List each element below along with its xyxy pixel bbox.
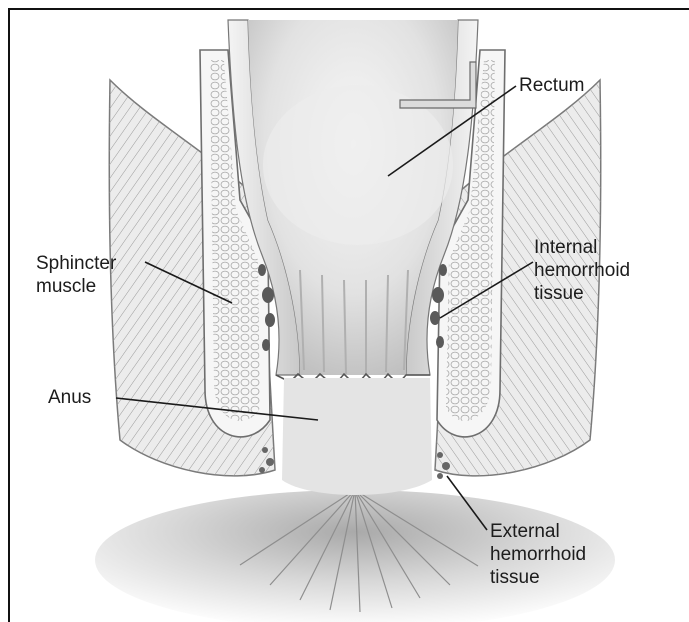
- internal-hemorrhoid-tissue-label: Internal hemorrhoid tissue: [534, 236, 630, 305]
- rectum-label: Rectum: [519, 74, 584, 97]
- anus-label: Anus: [48, 386, 91, 409]
- sphincter-muscle-label: Sphincter muscle: [36, 252, 116, 298]
- anal-canal: [282, 378, 432, 495]
- external-hemorrhoid-tissue-label: External hemorrhoid tissue: [490, 520, 586, 589]
